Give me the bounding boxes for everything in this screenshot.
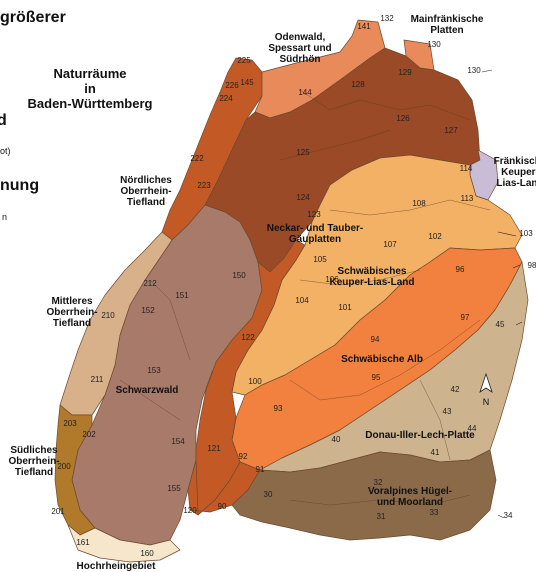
region-number-155: 155 bbox=[167, 484, 181, 493]
region-number-153: 153 bbox=[147, 366, 161, 375]
region-areas bbox=[54, 19, 529, 563]
region-number-41: 41 bbox=[431, 448, 440, 457]
label-schwaebische-alb: Schwäbische Alb bbox=[341, 354, 423, 365]
label-fraenkische-keuper: FränkischeKeuper-Lias-Land bbox=[494, 156, 536, 189]
region-number-223: 223 bbox=[197, 181, 211, 190]
region-number-201: 201 bbox=[51, 507, 65, 516]
region-number-98: 98 bbox=[528, 261, 536, 270]
region-number-113: 113 bbox=[461, 194, 474, 203]
region-number-145: 145 bbox=[240, 78, 254, 87]
region-number-132: 132 bbox=[380, 14, 394, 23]
region-number-144: 144 bbox=[298, 88, 312, 97]
region-number-224: 224 bbox=[219, 94, 233, 103]
region-number-90: 90 bbox=[218, 502, 227, 511]
region-number-31: 31 bbox=[377, 512, 386, 521]
label-voralpines: Voralpines Hügel-und Moorland bbox=[368, 486, 452, 508]
region-number-104: 104 bbox=[295, 296, 309, 305]
region-number-123: 123 bbox=[307, 210, 321, 219]
region-number-126: 126 bbox=[396, 114, 410, 123]
region-number-160: 160 bbox=[140, 549, 154, 558]
region-number-222: 222 bbox=[190, 154, 204, 163]
region-number-127: 127 bbox=[444, 126, 458, 135]
region-number-103: 103 bbox=[519, 229, 533, 238]
region-number-211: 211 bbox=[91, 375, 104, 384]
label-hochrheingebiet: Hochrheingebiet bbox=[77, 561, 157, 572]
region-number-130: 130 bbox=[427, 40, 441, 49]
label-donau-iller-lech: Donau-Iller-Lech-Platte bbox=[365, 430, 475, 441]
region-number-91: 91 bbox=[256, 465, 265, 474]
region-number-100: 100 bbox=[248, 377, 262, 386]
region-number-42: 42 bbox=[451, 385, 460, 394]
region-number-203: 203 bbox=[63, 419, 77, 428]
fragment-nung: nung bbox=[0, 177, 39, 194]
region-number-200: 200 bbox=[57, 462, 71, 471]
label-neckar-tauber: Neckar- und Tauber-Gäuplatten bbox=[267, 223, 364, 245]
region-number-32: 32 bbox=[374, 478, 383, 487]
region-number-130: 130 bbox=[467, 66, 481, 75]
region-number-101: 101 bbox=[338, 303, 352, 312]
region-number-33: 33 bbox=[430, 508, 439, 517]
region-number-226: 226 bbox=[225, 81, 239, 90]
region-number-151: 151 bbox=[175, 291, 189, 300]
region-number-120: 120 bbox=[183, 506, 197, 515]
region-number-125: 125 bbox=[296, 148, 310, 157]
region-number-129: 129 bbox=[398, 68, 412, 77]
region-number-107: 107 bbox=[383, 240, 397, 249]
region-number-97: 97 bbox=[461, 313, 470, 322]
leader-lines bbox=[481, 69, 523, 519]
region-number-93: 93 bbox=[274, 404, 283, 413]
region-number-124: 124 bbox=[296, 193, 310, 202]
region-number-45: 45 bbox=[496, 320, 505, 329]
region-number-105: 105 bbox=[313, 255, 327, 264]
region-number-150: 150 bbox=[232, 271, 246, 280]
region-number-30: 30 bbox=[264, 490, 273, 499]
region-number-34: 34 bbox=[504, 511, 513, 520]
north-label: N bbox=[483, 397, 490, 407]
region-number-161: 161 bbox=[76, 538, 90, 547]
region-number-114: 114 bbox=[460, 164, 473, 173]
region-number-212: 212 bbox=[143, 279, 157, 288]
subregion-boundaries bbox=[119, 89, 491, 506]
region-number-95: 95 bbox=[372, 373, 381, 382]
region-number-44: 44 bbox=[468, 424, 477, 433]
north-arrow-icon: N bbox=[479, 372, 493, 407]
region-number-96: 96 bbox=[456, 265, 465, 274]
region-number-202: 202 bbox=[82, 430, 96, 439]
region-number-106: 106 bbox=[325, 275, 339, 284]
fragment-d: d bbox=[0, 112, 7, 129]
region-number-154: 154 bbox=[171, 437, 185, 446]
region-voralpines-huegel-und-moorland bbox=[231, 449, 497, 541]
region-hochrheingebiet bbox=[67, 524, 181, 563]
fragment-groesserer: größerer bbox=[0, 9, 66, 26]
region-number-43: 43 bbox=[443, 407, 452, 416]
region-number-102: 102 bbox=[428, 232, 442, 241]
region-number-122: 122 bbox=[241, 333, 255, 342]
region-number-210: 210 bbox=[101, 311, 115, 320]
region-number-128: 128 bbox=[351, 80, 365, 89]
label-schwarzwald: Schwarzwald bbox=[116, 385, 179, 396]
region-number-225: 225 bbox=[237, 56, 251, 65]
region-number-141: 141 bbox=[357, 22, 371, 31]
fragment-ot: ot) bbox=[0, 146, 11, 156]
fragment-n: n bbox=[2, 212, 7, 222]
region-number-92: 92 bbox=[239, 452, 248, 461]
region-number-121: 121 bbox=[207, 444, 221, 453]
region-neckarbecken bbox=[189, 239, 306, 516]
region-number-94: 94 bbox=[371, 335, 380, 344]
region-number-152: 152 bbox=[141, 306, 155, 315]
region-number-40: 40 bbox=[332, 435, 341, 444]
region-number-108: 108 bbox=[412, 199, 426, 208]
